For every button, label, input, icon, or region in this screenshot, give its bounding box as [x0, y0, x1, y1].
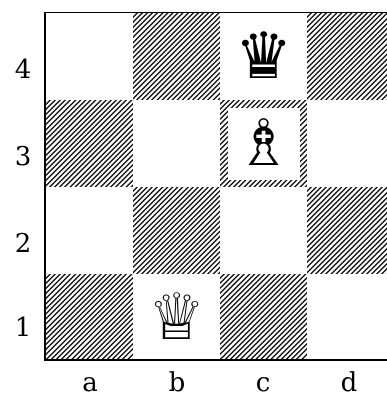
square-a3[interactable] — [46, 100, 133, 187]
square-c4[interactable]: ♛ — [220, 13, 307, 100]
rank-label-3: 3 — [10, 142, 36, 172]
square-a1[interactable] — [46, 274, 133, 359]
rank-label-4: 4 — [10, 55, 36, 85]
square-a2[interactable] — [46, 187, 133, 274]
square-c3[interactable]: ♗ — [220, 100, 307, 187]
square-b1[interactable]: ♕ — [133, 274, 220, 359]
square-c1[interactable] — [220, 274, 307, 359]
black-queen-icon: ♛ — [235, 25, 292, 89]
rank-label-2: 2 — [10, 229, 36, 259]
white-queen-icon: ♕ — [148, 286, 205, 350]
file-label-c: c — [248, 368, 278, 398]
file-label-b: b — [162, 368, 192, 398]
square-b3[interactable] — [133, 100, 220, 187]
square-d3[interactable] — [307, 100, 387, 187]
rank-label-1: 1 — [10, 313, 36, 343]
black-queen-piece[interactable]: ♛ — [228, 21, 300, 93]
white-bishop-icon: ♗ — [235, 112, 292, 176]
white-queen-piece[interactable]: ♕ — [141, 282, 213, 354]
square-b2[interactable] — [133, 187, 220, 274]
file-label-a: a — [75, 368, 105, 398]
square-a4[interactable] — [46, 13, 133, 100]
board-grid: ♛ ♗ ♕ — [46, 13, 387, 359]
square-b4[interactable] — [133, 13, 220, 100]
square-d1[interactable] — [307, 274, 387, 359]
chess-board: ♛ ♗ ♕ — [44, 12, 387, 361]
file-label-d: d — [334, 368, 364, 398]
white-bishop-piece[interactable]: ♗ — [228, 108, 300, 180]
square-d4[interactable] — [307, 13, 387, 100]
square-d2[interactable] — [307, 187, 387, 274]
square-c2[interactable] — [220, 187, 307, 274]
